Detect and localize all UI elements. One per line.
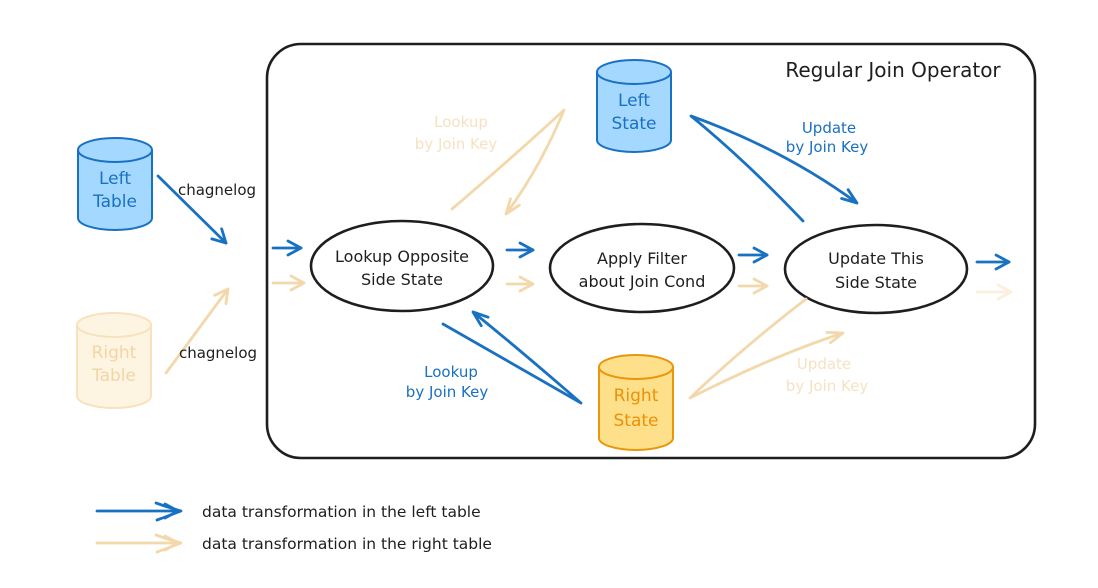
step-lookup-line2: Side State <box>361 270 443 289</box>
right-state-cylinder: Right State <box>598 354 674 451</box>
label-update-faded-line2: by Join Key <box>786 377 869 395</box>
right-changelog-label: chagnelog <box>179 344 257 362</box>
legend: data transformation in the left table da… <box>95 501 492 554</box>
arrow-update-left-state-blue <box>689 114 859 223</box>
arrow-lookup-left-state-faded <box>450 108 566 216</box>
left-changelog-arrow <box>156 174 228 245</box>
label-update-blue-line2: by Join Key <box>786 138 869 156</box>
step-filter-line1: Apply Filter <box>597 249 687 268</box>
left-changelog-label: chagnelog <box>178 181 256 199</box>
left-state-label-line2: State <box>612 114 657 134</box>
arrow-lookup-right-state-blue <box>441 310 583 405</box>
left-table-label-line1: Left <box>99 169 131 189</box>
label-lookup-faded-line1: Lookup <box>434 113 488 131</box>
label-update-faded-line1: Update <box>797 355 851 373</box>
left-table-cylinder: Left Table <box>77 137 153 231</box>
right-table-label-line1: Right <box>92 343 137 363</box>
label-lookup-faded-line2: by Join Key <box>415 135 498 153</box>
right-table-label-line2: Table <box>91 366 136 386</box>
step-lookup-line1: Lookup Opposite <box>335 247 469 266</box>
right-state-label-line2: State <box>614 411 659 431</box>
left-state-label-line1: Left <box>618 91 650 111</box>
legend-right-label: data transformation in the right table <box>202 535 492 553</box>
label-lookup-blue-line1: Lookup <box>424 363 478 381</box>
label-update-blue-line1: Update <box>802 119 856 137</box>
step-update-line2: Side State <box>835 273 917 292</box>
step-update-line1: Update This <box>828 249 924 268</box>
legend-right-arrow-chevron <box>154 533 183 554</box>
step-lookup-ellipse <box>309 219 495 313</box>
right-table-cylinder: Right Table <box>76 312 152 409</box>
operator-box <box>265 42 1037 460</box>
legend-left-arrow-chevron <box>154 501 183 522</box>
arrow-update-right-state-faded <box>688 297 845 400</box>
right-changelog-arrow <box>164 287 230 375</box>
legend-left-label: data transformation in the left table <box>202 503 481 521</box>
label-lookup-blue-line2: by Join Key <box>406 383 489 401</box>
operator-box-title: Regular Join Operator <box>785 58 1001 82</box>
right-state-label-line1: Right <box>614 386 659 406</box>
step-update-ellipse <box>783 223 969 315</box>
step-filter-ellipse <box>548 222 736 314</box>
left-state-cylinder: Left State <box>596 59 672 153</box>
left-table-label-line2: Table <box>92 192 137 212</box>
step-filter-line2: about Join Cond <box>579 272 706 291</box>
